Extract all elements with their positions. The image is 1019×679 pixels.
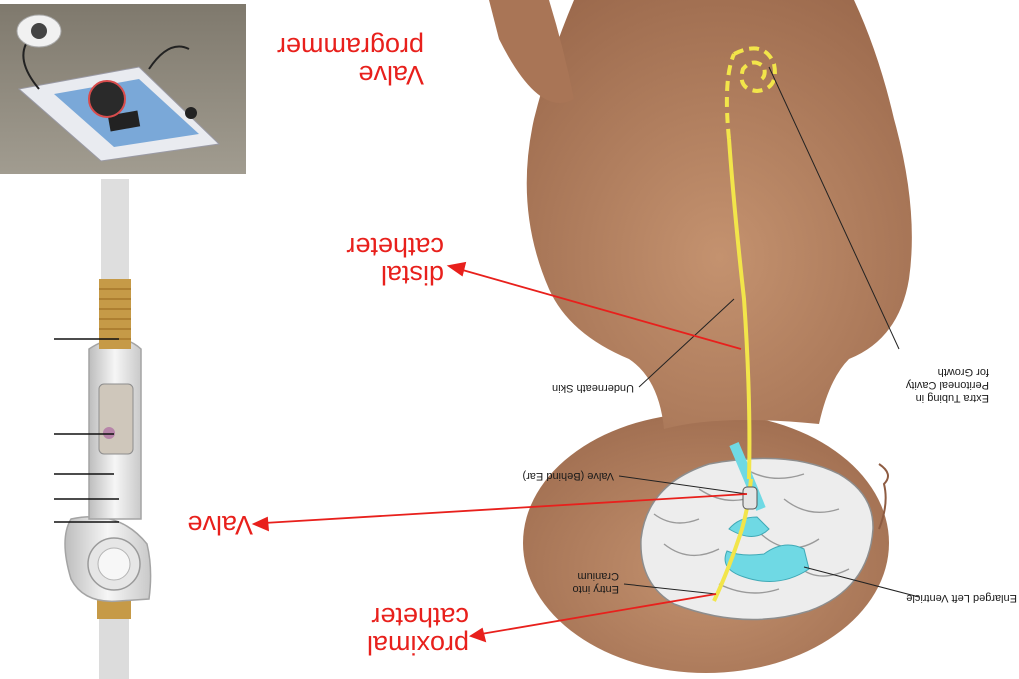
extra-tubing-label: Extra Tubing in Peritoneal Cavity for Gr… bbox=[879, 365, 989, 404]
distal-catheter-label: distal catheter bbox=[334, 233, 444, 289]
valve-label: Valve bbox=[163, 511, 253, 539]
infant-torso bbox=[527, 0, 912, 429]
entry-cranium-label: Entry into Cranium bbox=[529, 569, 619, 595]
valve-closeup bbox=[54, 179, 151, 679]
valve-programmer-label: Valve programmer bbox=[264, 33, 424, 89]
valve-behind-ear-label: Valve (Behind Ear) bbox=[494, 469, 614, 482]
proximal-catheter-label: proximal catheter bbox=[349, 603, 469, 659]
enlarged-ventricle-label: Enlarged Left Ventricle bbox=[877, 591, 1017, 604]
underneath-skin-label: Underneath Skin bbox=[514, 381, 634, 394]
programmer-photo bbox=[0, 4, 246, 174]
